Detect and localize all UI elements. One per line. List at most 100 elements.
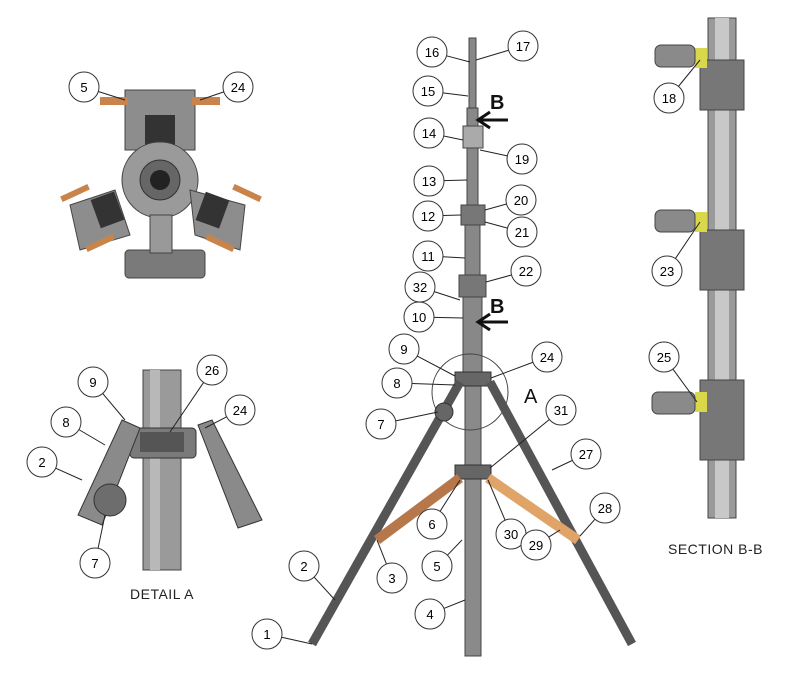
balloon-circle xyxy=(412,240,444,272)
balloon-circle xyxy=(412,200,444,232)
leader-line xyxy=(78,429,106,446)
balloon-circle xyxy=(545,394,577,426)
leader-line xyxy=(442,92,469,97)
callout-balloon-13: 13 xyxy=(413,165,468,197)
leader-line xyxy=(98,91,126,101)
leader-line xyxy=(442,256,466,259)
callout-balloon-24: 24 xyxy=(199,71,254,103)
balloon-number: 5 xyxy=(433,559,440,574)
leader-line xyxy=(674,221,701,259)
callout-balloon-17: 17 xyxy=(475,30,539,62)
balloon-number: 26 xyxy=(205,363,219,378)
leader-line xyxy=(484,221,508,229)
callout-balloon-5: 5 xyxy=(421,539,463,582)
balloon-circle xyxy=(505,184,537,216)
leader-line xyxy=(102,393,126,421)
leader-line xyxy=(548,529,561,538)
balloon-number: 7 xyxy=(377,417,384,432)
balloon-circle xyxy=(365,408,397,440)
balloon-number: 9 xyxy=(400,342,407,357)
callout-balloon-1: 1 xyxy=(251,618,313,650)
leader-line xyxy=(446,55,471,63)
balloon-circle xyxy=(651,255,683,287)
balloon-number: 14 xyxy=(422,126,436,141)
callout-balloon-11: 11 xyxy=(412,240,466,272)
balloon-number: 9 xyxy=(89,375,96,390)
balloon-circle xyxy=(648,341,680,373)
leader-line xyxy=(313,576,336,601)
leader-line xyxy=(199,91,224,101)
detail-a-drawing xyxy=(77,369,263,571)
leader-line xyxy=(376,539,387,565)
callout-balloon-21: 21 xyxy=(484,216,538,248)
callout-balloon-16: 16 xyxy=(416,36,471,68)
leader-line xyxy=(672,368,698,403)
balloon-number: 1 xyxy=(263,627,270,642)
balloon-number: 22 xyxy=(519,264,533,279)
callout-balloon-2: 2 xyxy=(288,550,336,601)
balloon-number: 15 xyxy=(421,84,435,99)
balloon-circle xyxy=(414,598,446,630)
leader-line xyxy=(443,135,464,141)
balloon-number: 10 xyxy=(412,310,426,325)
balloon-number: 2 xyxy=(38,455,45,470)
balloon-circle xyxy=(570,438,602,470)
balloon-number: 30 xyxy=(504,527,518,542)
balloon-circle xyxy=(416,508,448,540)
balloon-circle xyxy=(224,394,256,426)
section-mark-bottom: B xyxy=(490,296,505,318)
balloon-circle xyxy=(653,82,685,114)
callout-balloon-2: 2 xyxy=(26,446,83,481)
balloon-number: 6 xyxy=(428,517,435,532)
balloon-circle xyxy=(222,71,254,103)
section-mark-top: B xyxy=(490,92,505,114)
leader-line xyxy=(678,59,701,87)
callout-balloon-9: 9 xyxy=(77,366,126,421)
callout-balloon-7: 7 xyxy=(365,408,439,440)
balloon-number: 13 xyxy=(422,174,436,189)
callout-balloon-4: 4 xyxy=(414,598,466,630)
callout-balloon-5: 5 xyxy=(68,71,126,103)
balloon-circle xyxy=(388,333,420,365)
balloon-number: 20 xyxy=(514,193,528,208)
balloon-circle xyxy=(413,117,445,149)
leader-line xyxy=(439,479,461,512)
balloon-number: 28 xyxy=(598,501,612,516)
leader-line xyxy=(490,361,534,379)
balloon-circle xyxy=(413,165,445,197)
balloon-number: 8 xyxy=(62,415,69,430)
balloon-circle xyxy=(68,71,100,103)
balloon-number: 3 xyxy=(388,571,395,586)
callout-balloon-22: 22 xyxy=(485,255,542,287)
leader-line xyxy=(479,149,508,157)
leader-line xyxy=(443,599,466,609)
balloon-number: 2 xyxy=(300,559,307,574)
leader-line xyxy=(97,514,106,549)
leader-line xyxy=(442,214,462,217)
leader-line xyxy=(447,539,463,556)
balloon-number: 19 xyxy=(515,152,529,167)
balloon-circle xyxy=(376,562,408,594)
balloon-number: 7 xyxy=(91,556,98,571)
balloon-number: 12 xyxy=(421,209,435,224)
balloon-number: 21 xyxy=(515,225,529,240)
balloon-number: 25 xyxy=(657,350,671,365)
balloon-circle xyxy=(79,547,111,579)
callout-balloon-28: 28 xyxy=(579,492,621,537)
callout-balloon-29: 29 xyxy=(520,529,561,561)
section-bb-title: SECTION B-B xyxy=(668,541,763,557)
callout-balloon-14: 14 xyxy=(413,117,464,149)
balloon-number: 31 xyxy=(554,403,568,418)
callout-balloon-26: 26 xyxy=(169,354,228,433)
balloon-circle xyxy=(531,341,563,373)
balloon-circle xyxy=(510,255,542,287)
balloon-circle xyxy=(520,529,552,561)
balloon-circle xyxy=(589,492,621,524)
callout-balloon-20: 20 xyxy=(484,184,537,216)
balloon-circle xyxy=(403,301,435,333)
balloon-circle xyxy=(416,36,448,68)
detail-mark: A xyxy=(524,386,538,408)
detail-a-title: DETAIL A xyxy=(130,586,194,602)
balloon-number: 17 xyxy=(516,39,530,54)
balloon-circle xyxy=(50,406,82,438)
